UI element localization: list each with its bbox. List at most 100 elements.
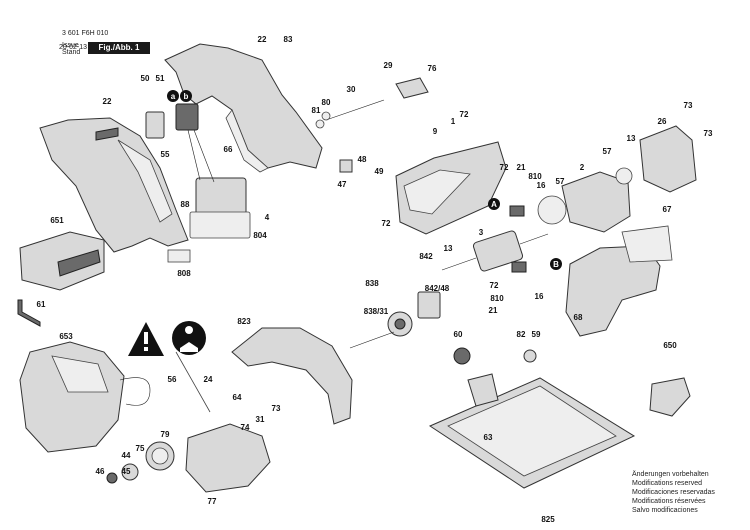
stand-label: Stand: [62, 49, 81, 56]
part-callout-57: 57: [603, 147, 612, 156]
part-callout-82: 82: [517, 330, 526, 339]
part-callout-30: 30: [347, 85, 356, 94]
label-808: [167, 249, 191, 263]
part-callout-55: 55: [161, 150, 170, 159]
charger-653: [19, 341, 151, 453]
part-callout-81: 81: [312, 106, 321, 115]
gear-housing-68: [565, 225, 673, 337]
knob-60: [453, 347, 537, 365]
battery-651: [19, 231, 105, 291]
part-callout-67: 67: [663, 205, 672, 214]
part-callout-73: 73: [272, 404, 281, 413]
part-callout-24: 24: [204, 375, 213, 384]
ring-57-b: [615, 167, 633, 185]
allen-key-61: [17, 299, 41, 327]
part-callout-4: 4: [265, 213, 270, 222]
switch-assembly: [145, 103, 251, 239]
footnote-de: Änderungen vorbehalten: [632, 471, 709, 478]
part-callout-810: 810: [528, 172, 542, 181]
svg-text:a: a: [171, 92, 176, 101]
part-callout-72: 72: [382, 219, 391, 228]
part-callout-3: 3: [479, 228, 484, 237]
part-callout-22: 22: [103, 97, 112, 106]
washer-81: [315, 119, 325, 129]
part-callout-26: 26: [658, 117, 667, 126]
part-callout-842-48: 842/48: [425, 284, 450, 293]
footnotes: Änderungen vorbehalten Modifications res…: [632, 470, 715, 515]
armature-3: [441, 230, 549, 272]
part-callout-22: 22: [258, 35, 267, 44]
part-callout-838: 838: [365, 279, 379, 288]
part-callout-13: 13: [627, 134, 636, 143]
read-manual-icon: [172, 321, 206, 355]
part-callout-80: 80: [322, 98, 331, 107]
part-callout-49: 49: [375, 167, 384, 176]
part-callout-79: 79: [161, 430, 170, 439]
part-callout-73: 73: [704, 129, 713, 138]
svg-text:B: B: [553, 260, 559, 269]
spring-56: [175, 351, 211, 413]
part-callout-74: 74: [241, 423, 250, 432]
part-callout-838-31: 838/31: [364, 307, 389, 316]
marker-b: b: [180, 90, 192, 102]
part-callout-73: 73: [684, 101, 693, 110]
part-callout-83: 83: [284, 35, 293, 44]
motor-housing-9: [395, 141, 507, 235]
fan-cover-26: [639, 125, 697, 193]
part-callout-2: 2: [580, 163, 585, 172]
part-callout-48: 48: [358, 155, 367, 164]
part-callout-72: 72: [460, 110, 469, 119]
part-callout-64: 64: [233, 393, 242, 402]
part-callout-57: 57: [556, 177, 565, 186]
svg-text:b: b: [184, 92, 189, 101]
housing-half-22: [164, 43, 323, 173]
shaft-30: [325, 77, 429, 121]
issue-label: Issue: [62, 42, 79, 49]
part-callout-68: 68: [574, 313, 583, 322]
part-callout-1: 1: [451, 117, 456, 126]
part-callout-66: 66: [224, 145, 233, 154]
part-callout-29: 29: [384, 61, 393, 70]
part-callout-651: 651: [50, 216, 64, 225]
marker-B: B: [550, 258, 562, 270]
marker-A: A: [488, 198, 500, 210]
part-callout-804: 804: [253, 231, 267, 240]
baseplate-825: [428, 373, 636, 489]
part-callout-16: 16: [537, 181, 546, 190]
figure-label: Fig./Abb. 1: [88, 42, 150, 54]
part-callout-72: 72: [490, 281, 499, 290]
issue-date-visible: 20-02-13: [59, 44, 88, 51]
part-callout-60: 60: [454, 330, 463, 339]
lower-guard-77: [185, 423, 271, 493]
part-callout-16: 16: [535, 292, 544, 301]
housing-half-22-left: [39, 117, 189, 253]
part-callout-9: 9: [433, 127, 438, 136]
part-callout-21: 21: [489, 306, 498, 315]
part-callout-45: 45: [122, 467, 131, 476]
part-callout-21: 21: [517, 163, 526, 172]
part-callout-46: 46: [96, 467, 105, 476]
part-callout-61: 61: [37, 300, 46, 309]
part-callout-650: 650: [663, 341, 677, 350]
footnote-fr: Modifications réservées: [632, 498, 706, 505]
part-callout-44: 44: [122, 451, 131, 460]
parallel-guide-650: [649, 377, 691, 417]
part-callout-810: 810: [490, 294, 504, 303]
warning-icon: [128, 322, 164, 356]
doc-number: 3 601 F6H 010: [62, 30, 109, 37]
part-callout-56: 56: [168, 375, 177, 384]
stator-2: [561, 171, 631, 233]
flange-washers: [106, 441, 175, 484]
washer-80: [321, 111, 331, 121]
part-callout-72: 72: [500, 163, 509, 172]
part-callout-50: 50: [141, 74, 150, 83]
part-callout-88: 88: [181, 200, 190, 209]
part-callout-76: 76: [428, 64, 437, 73]
part-callout-77: 77: [208, 497, 217, 506]
part-callout-63: 63: [484, 433, 493, 442]
svg-text:A: A: [491, 200, 497, 209]
part-callout-47: 47: [338, 180, 347, 189]
part-callout-823: 823: [237, 317, 251, 326]
part-callout-808: 808: [177, 269, 191, 278]
